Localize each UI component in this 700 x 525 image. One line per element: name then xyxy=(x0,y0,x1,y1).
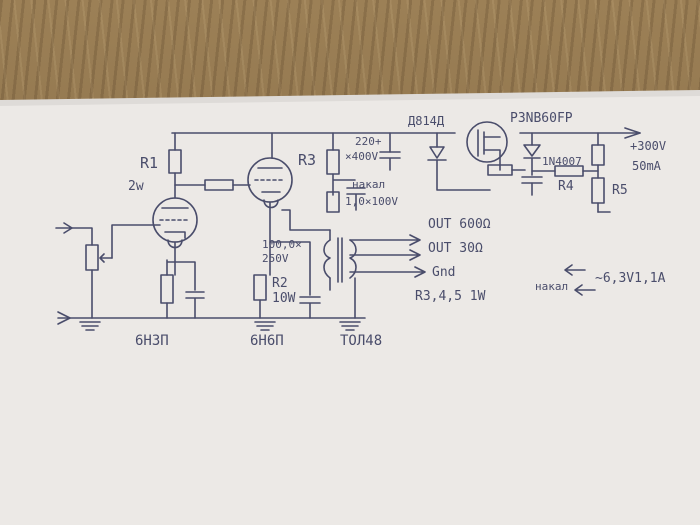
pot-wiper xyxy=(99,253,113,263)
label-current: 50mA xyxy=(632,159,662,173)
out600-wire xyxy=(349,234,421,246)
ground-symbol-3 xyxy=(339,321,361,331)
ground-symbol-2 xyxy=(254,321,276,331)
cathode-wire xyxy=(166,259,196,319)
label-out-30: OUT 30Ω xyxy=(428,241,483,256)
heater-resistor xyxy=(326,191,340,213)
tube2-heater xyxy=(263,199,279,209)
paper-shadow xyxy=(0,90,700,106)
input-wire xyxy=(71,227,93,246)
cathode-cap-2 xyxy=(299,296,321,319)
tube1-cathode xyxy=(164,231,186,239)
label-r345: R3,4,5 1W xyxy=(415,289,486,304)
label-plus-300: +300V xyxy=(630,139,666,153)
r2-wire xyxy=(259,241,311,319)
label-r1: R1 xyxy=(140,154,158,172)
label-tube2: 6Н6П xyxy=(250,333,284,349)
pot-to-grid xyxy=(111,224,161,259)
schematic-ink xyxy=(55,121,641,331)
schematic-labels: R1 2w R2 10W R3 R4 R5 220+ ×400V накал 1… xyxy=(128,111,666,349)
label-gnd: Gnd xyxy=(432,265,455,280)
heater-cap xyxy=(346,187,366,211)
label-r5: R5 xyxy=(612,183,628,198)
heater-arrow-1 xyxy=(564,264,586,276)
mosfet-terminals xyxy=(483,136,501,171)
bplus-arrow xyxy=(624,127,641,139)
ground-symbol-1 xyxy=(79,321,101,331)
label-tube1: 6Н3П xyxy=(135,333,169,349)
label-out-600: OUT 600Ω xyxy=(428,217,491,232)
label-cap-cathode-v: 250V xyxy=(262,252,289,265)
mosfet-body xyxy=(466,121,508,163)
label-r3: R3 xyxy=(298,151,316,169)
heater-arrow-2 xyxy=(574,284,596,296)
label-cap-cathode: 100,0× xyxy=(262,238,302,251)
label-mosfet: P3NB60FP xyxy=(510,111,573,126)
label-diode: 1N4007 xyxy=(542,155,582,168)
label-r2-power: 10W xyxy=(272,291,296,306)
label-r1-power: 2w xyxy=(128,179,144,194)
label-transformer: ТОЛ48 xyxy=(340,333,382,349)
zener-to-mosfet xyxy=(436,159,491,191)
label-cap-top-v: ×400V xyxy=(345,150,378,163)
ground-arrow xyxy=(57,311,71,325)
transformer-primary xyxy=(323,239,331,279)
label-r2: R2 xyxy=(272,276,288,291)
label-heater-top: накал xyxy=(352,178,385,191)
cap-220 xyxy=(379,151,401,171)
transformer-core xyxy=(337,237,343,283)
label-cap-top: 220+ xyxy=(355,135,382,148)
label-heater-supply: ~6,3V1,1A xyxy=(595,271,666,286)
cathode-cap-1 xyxy=(185,291,205,319)
label-zener: Д814Д xyxy=(408,114,445,128)
out30-wire xyxy=(349,249,421,261)
label-heater-right: накал xyxy=(535,280,568,293)
label-cap-heater: 1,0×100V xyxy=(345,195,398,208)
tube2-to-transformer xyxy=(281,209,331,231)
gnd-wire xyxy=(349,266,426,278)
label-r4: R4 xyxy=(558,179,574,194)
